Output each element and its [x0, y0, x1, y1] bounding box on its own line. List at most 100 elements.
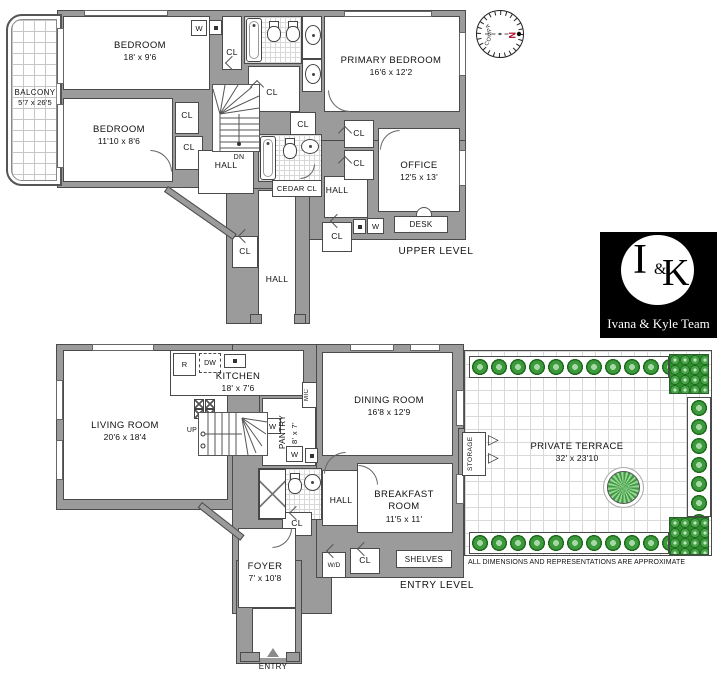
room-bedroom1 [63, 16, 210, 90]
closet-label: CL [181, 110, 193, 120]
upper-corridor [258, 190, 296, 324]
washer-box-office: W [367, 218, 384, 234]
terrace-tree-icon [607, 471, 640, 504]
room-dims: 11'10 x 8'6 [97, 136, 141, 147]
stairs-down-label: DN [233, 154, 245, 161]
room-dims: 5'7 x 26'5 [18, 98, 52, 108]
toilet-icon [288, 473, 302, 494]
corner-hedge [669, 517, 709, 555]
pantry-washer-box: W [286, 446, 303, 462]
window [459, 32, 466, 76]
planter-column-right [687, 397, 711, 517]
shower-icon [259, 469, 286, 519]
cedar-closet-label: CEDAR CL [276, 184, 318, 193]
vanity-divider [302, 58, 322, 60]
window [459, 150, 466, 186]
door-swing-icon: ▷ [488, 431, 499, 447]
sink-icon [305, 64, 321, 84]
washer-label: W [371, 221, 380, 231]
upper-closet-i-area [232, 236, 258, 268]
upper-hall-center [198, 150, 254, 194]
closet-label: CL [226, 47, 238, 57]
closet-label: CL [359, 555, 371, 565]
dishwasher-box: DW [199, 353, 221, 373]
cedar-closet-box: CEDAR CL [272, 180, 322, 197]
sink-fixture [305, 448, 318, 463]
sink-icon [305, 25, 321, 45]
bathtub-icon [260, 136, 276, 180]
upper-closet-f-area [344, 120, 374, 148]
upper-level-label: UPPER LEVEL [398, 246, 474, 257]
upper-closet-d-area [175, 102, 199, 134]
stairs-up-label: UP [186, 427, 198, 434]
logo-letter-i: I [633, 237, 647, 283]
window [410, 344, 440, 351]
sink-fixture [209, 20, 222, 35]
room-name: KITCHEN [215, 371, 261, 382]
window [84, 10, 168, 16]
desk-box: DESK [394, 216, 448, 233]
window [56, 440, 63, 480]
room-dims: 7' x 10'8 [248, 573, 282, 584]
stairs-up [198, 412, 268, 456]
hall-label: HALL [214, 160, 238, 170]
entry-wall-stub [240, 652, 260, 662]
shelves-label: SHELVES [404, 554, 444, 564]
window [344, 11, 432, 17]
washer-dryer-label: W/D [327, 561, 341, 569]
room-dims: 16'8 x 12'9 [367, 407, 411, 418]
closet-label: CL [183, 142, 195, 152]
room-dims: 20'6 x 18'4 [103, 432, 147, 443]
balcony-railing [6, 14, 62, 186]
compass-north-label: N [507, 32, 517, 39]
room-dims: 18' x 7'6 [221, 383, 255, 394]
room-dims: 32' x 23'10 [555, 453, 599, 464]
balcony-label: BALCONY 5'7 x 26'5 [8, 88, 62, 108]
closet-label: CL [239, 246, 251, 256]
closet-label: CL [353, 158, 365, 168]
closet-label: CL [353, 128, 365, 138]
room-name: PRIVATE TERRACE [530, 441, 624, 452]
logo-team-name: Ivana & Kyle Team [607, 316, 710, 331]
room-name: BEDROOM [114, 40, 166, 51]
corner-hedge [669, 354, 709, 394]
room-name: BEDROOM [93, 124, 145, 135]
pantry-label: PANTRY [278, 414, 287, 450]
window [456, 474, 464, 504]
washer-box-upper: W [191, 20, 207, 36]
microwave-label: MIC [304, 388, 310, 402]
closet-label: CL [297, 119, 309, 129]
bathtub-icon [246, 18, 262, 62]
sink-fixture [353, 219, 366, 234]
refrigerator-box: R [173, 353, 196, 376]
entry-arrow-icon [267, 648, 279, 657]
private-terrace [464, 350, 712, 556]
logo-letter-k: K [662, 252, 690, 294]
logo-circle [621, 235, 694, 305]
stairs-down [212, 84, 260, 152]
window [92, 344, 154, 351]
room-name: BALCONY [14, 88, 56, 97]
compass: N COMPASS [474, 8, 524, 58]
storage-closet [462, 432, 486, 476]
upper-hall-east [324, 176, 368, 218]
sink-icon [301, 139, 319, 154]
toilet-icon [283, 138, 297, 159]
kitchen-sink-fixture [224, 354, 246, 368]
desk-label: DESK [409, 220, 433, 229]
toilet-icon [286, 21, 300, 42]
room-name: BREAKFAST ROOM [374, 489, 434, 513]
upper-closet-g-area [344, 150, 374, 180]
window [56, 380, 63, 420]
bedroom1-label: BEDROOM 18' x 9'6 [70, 40, 210, 63]
toilet-icon [267, 21, 281, 42]
upper-closet-h-area [322, 222, 352, 252]
planter-row-bottom [469, 532, 669, 554]
room-dims: 11'5 x 11' [385, 513, 423, 524]
hall-label: HALL [265, 274, 289, 284]
washer-dryer-box: W/D [322, 552, 346, 578]
bedroom2-label: BEDROOM 11'10 x 8'6 [60, 124, 178, 147]
entry-label: ENTRY [258, 662, 288, 671]
washer-label: W [268, 421, 277, 431]
